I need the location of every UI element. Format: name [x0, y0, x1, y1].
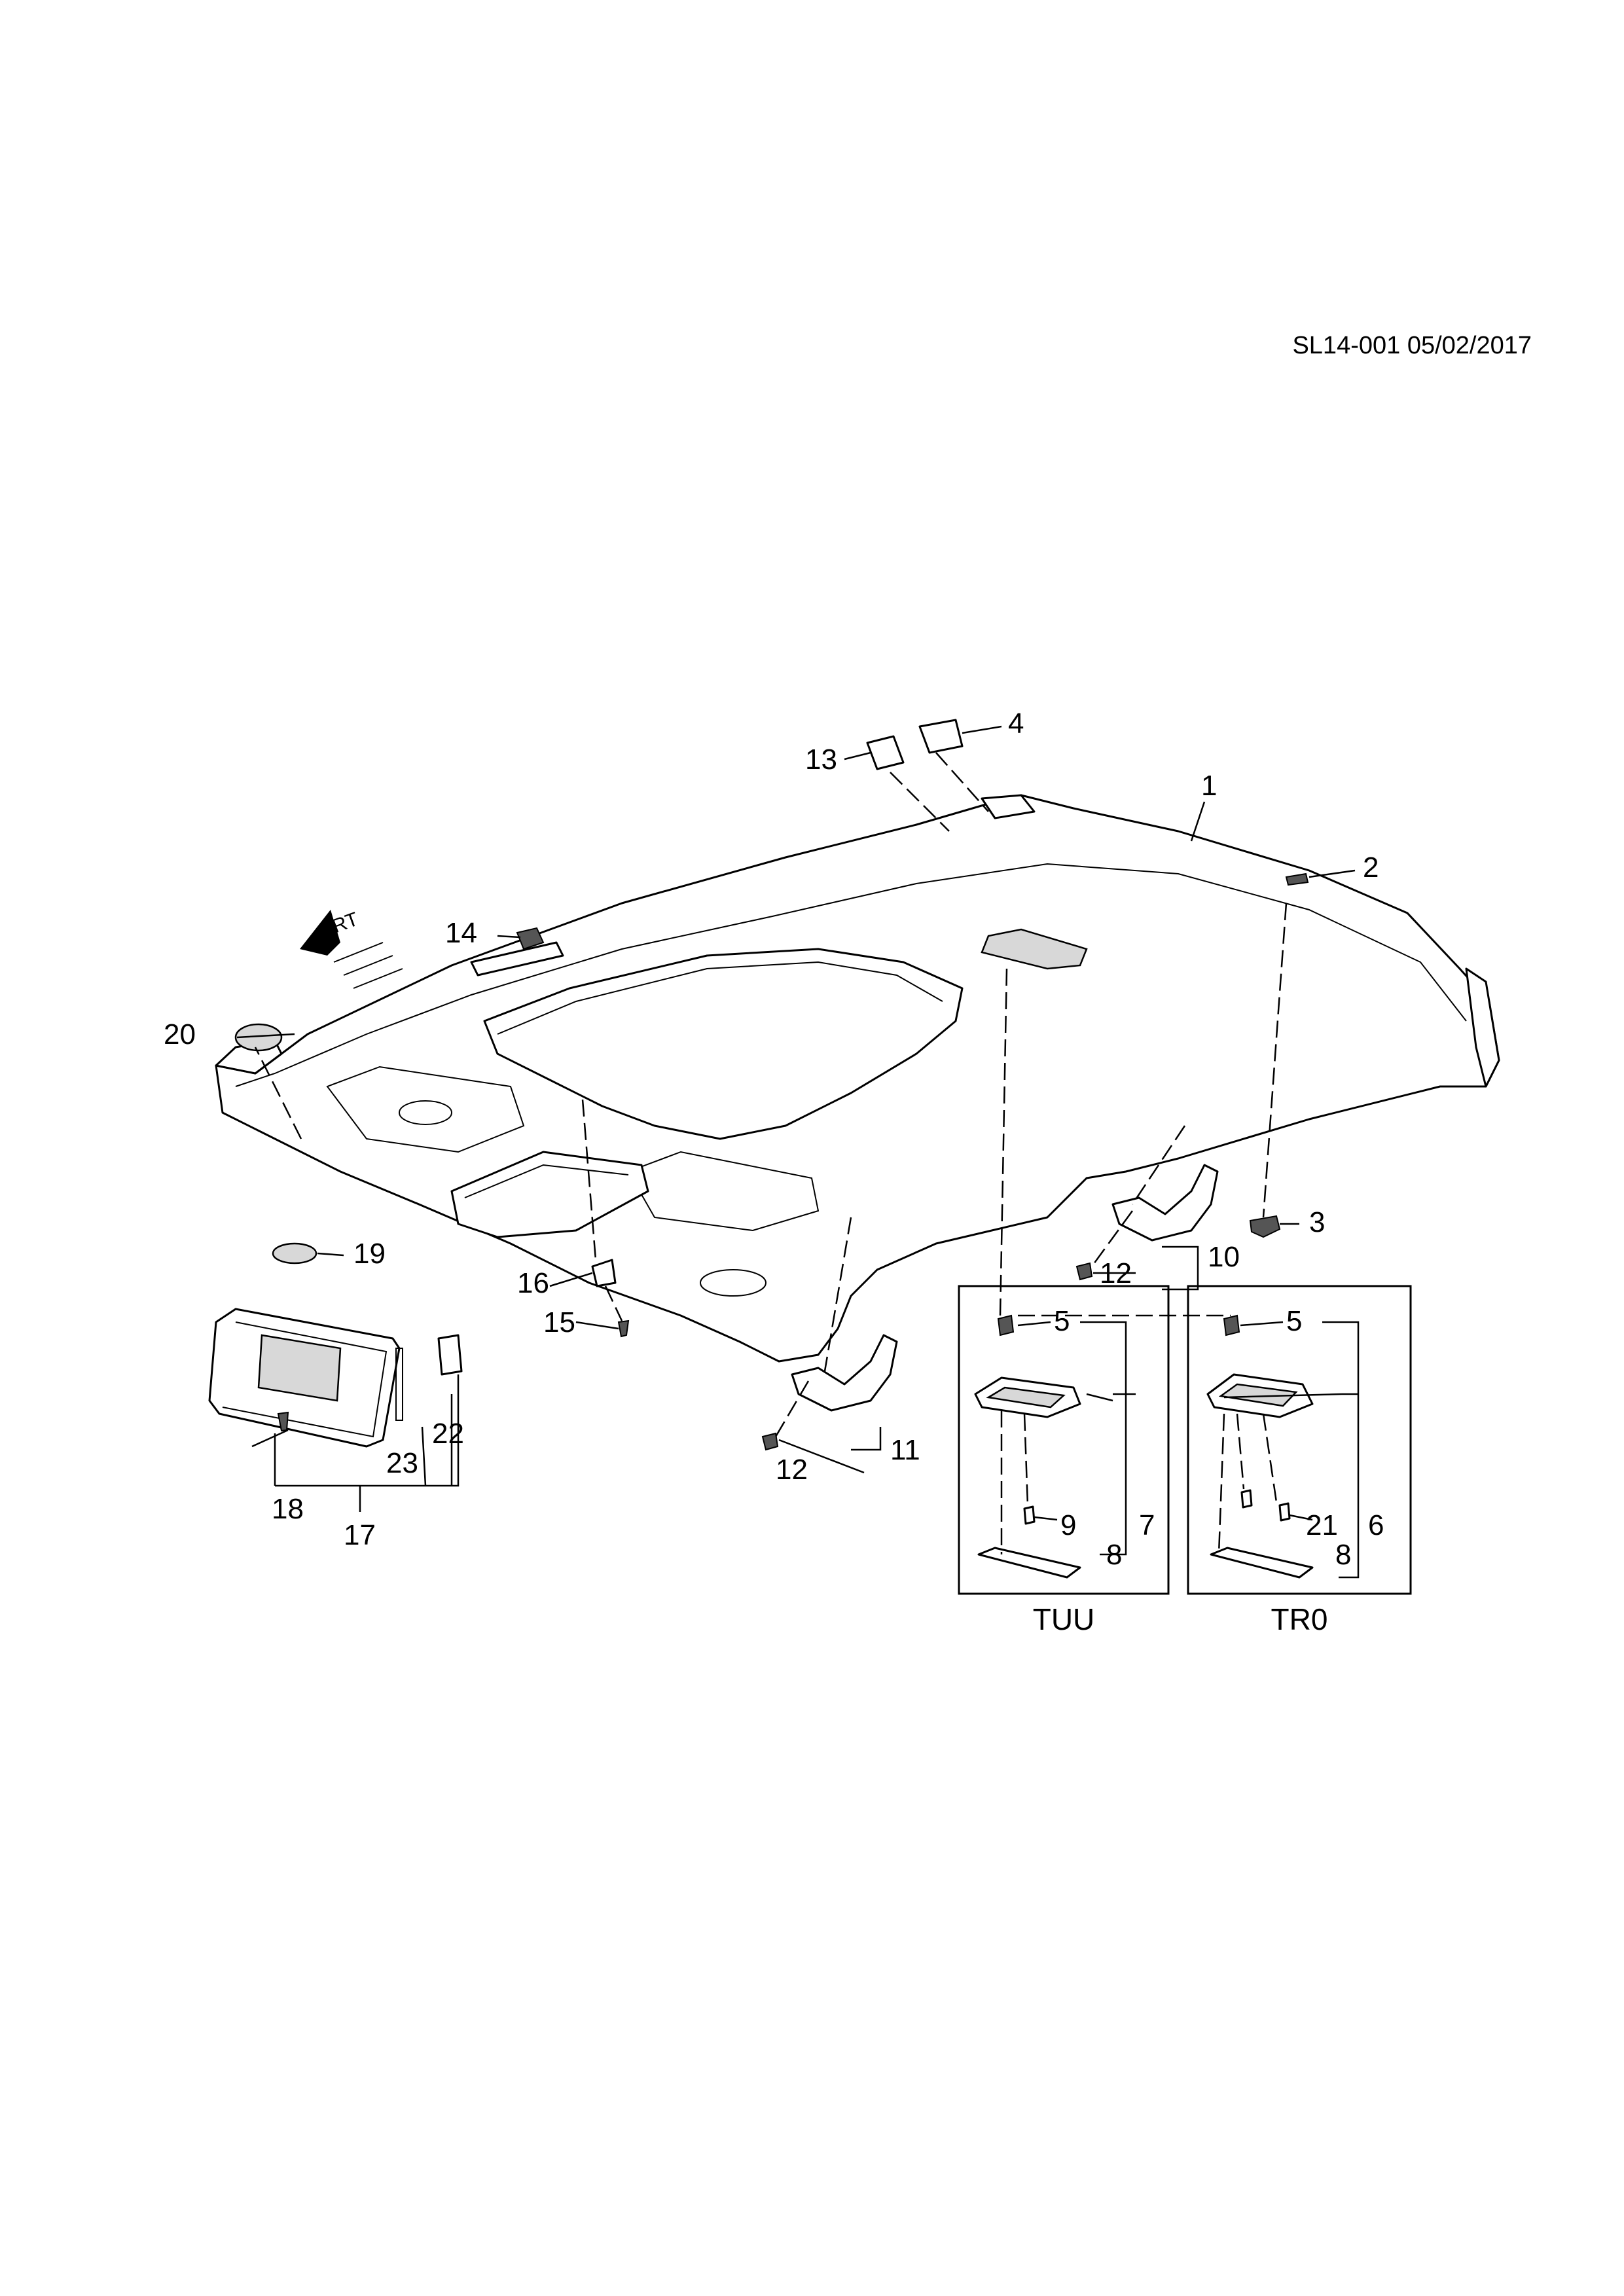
- callout-22: 22: [432, 1418, 464, 1450]
- screw-part-12-lower: [761, 1432, 779, 1451]
- callout-12-upper: 12: [1100, 1257, 1132, 1289]
- pad-part-13: [866, 735, 905, 770]
- callout-7: 7: [1139, 1509, 1155, 1541]
- sunvisor-assembly-17: [208, 1308, 403, 1448]
- tuu-label: TUU: [1033, 1602, 1095, 1636]
- callout-12-lower: 12: [776, 1454, 808, 1486]
- callout-2: 2: [1363, 852, 1379, 884]
- pad-part-4: [918, 719, 964, 754]
- ring-part-20: [234, 1023, 283, 1052]
- clip-part-3: [1249, 1215, 1281, 1238]
- leader-lines: [236, 725, 1360, 1579]
- callout-5-tuu: 5: [1054, 1305, 1070, 1337]
- callout-15: 15: [543, 1306, 575, 1338]
- callout-20: 20: [164, 1018, 196, 1050]
- callout-10: 10: [1208, 1241, 1240, 1273]
- callout-13: 13: [805, 744, 837, 776]
- frt-label: FRT: [318, 908, 361, 942]
- tr0-box: [1187, 1285, 1412, 1595]
- grab-handle-11: [791, 1334, 898, 1412]
- callout-5-tr0: 5: [1286, 1305, 1302, 1337]
- clip-part-16: [591, 1259, 617, 1287]
- callout-8-tr0: 8: [1335, 1539, 1351, 1571]
- reference-code: SL14-001 05/02/2017: [1292, 332, 1532, 359]
- dashed-guide-lines: [254, 752, 1288, 1555]
- callout-4: 4: [1008, 708, 1024, 740]
- callout-16: 16: [517, 1267, 549, 1299]
- screw-part-15: [617, 1319, 630, 1338]
- clip-part-14: [516, 927, 545, 950]
- clip-part-2: [1285, 872, 1309, 886]
- callout-23: 23: [386, 1447, 418, 1479]
- tr0-label: TR0: [1271, 1602, 1328, 1636]
- callout-8-tuu: 8: [1106, 1539, 1122, 1571]
- tuu-box: [958, 1285, 1170, 1595]
- clip-part-22: [437, 1334, 463, 1376]
- grab-handle-10: [1111, 1164, 1219, 1242]
- callout-3: 3: [1309, 1206, 1325, 1238]
- callout-19: 19: [353, 1238, 386, 1270]
- callout-9: 9: [1060, 1509, 1076, 1541]
- ring-part-19: [272, 1242, 317, 1265]
- callout-1: 1: [1201, 770, 1217, 802]
- screw-part-12-upper: [1075, 1262, 1093, 1281]
- callout-11: 11: [890, 1434, 920, 1466]
- dome-lamp-7: [974, 1314, 1081, 1579]
- callout-17: 17: [344, 1519, 376, 1551]
- callout-21: 21: [1306, 1509, 1338, 1541]
- front-direction-arrow: FRT: [300, 908, 403, 989]
- callout-6: 6: [1368, 1509, 1384, 1541]
- callout-14: 14: [445, 917, 477, 949]
- callout-18: 18: [272, 1493, 304, 1525]
